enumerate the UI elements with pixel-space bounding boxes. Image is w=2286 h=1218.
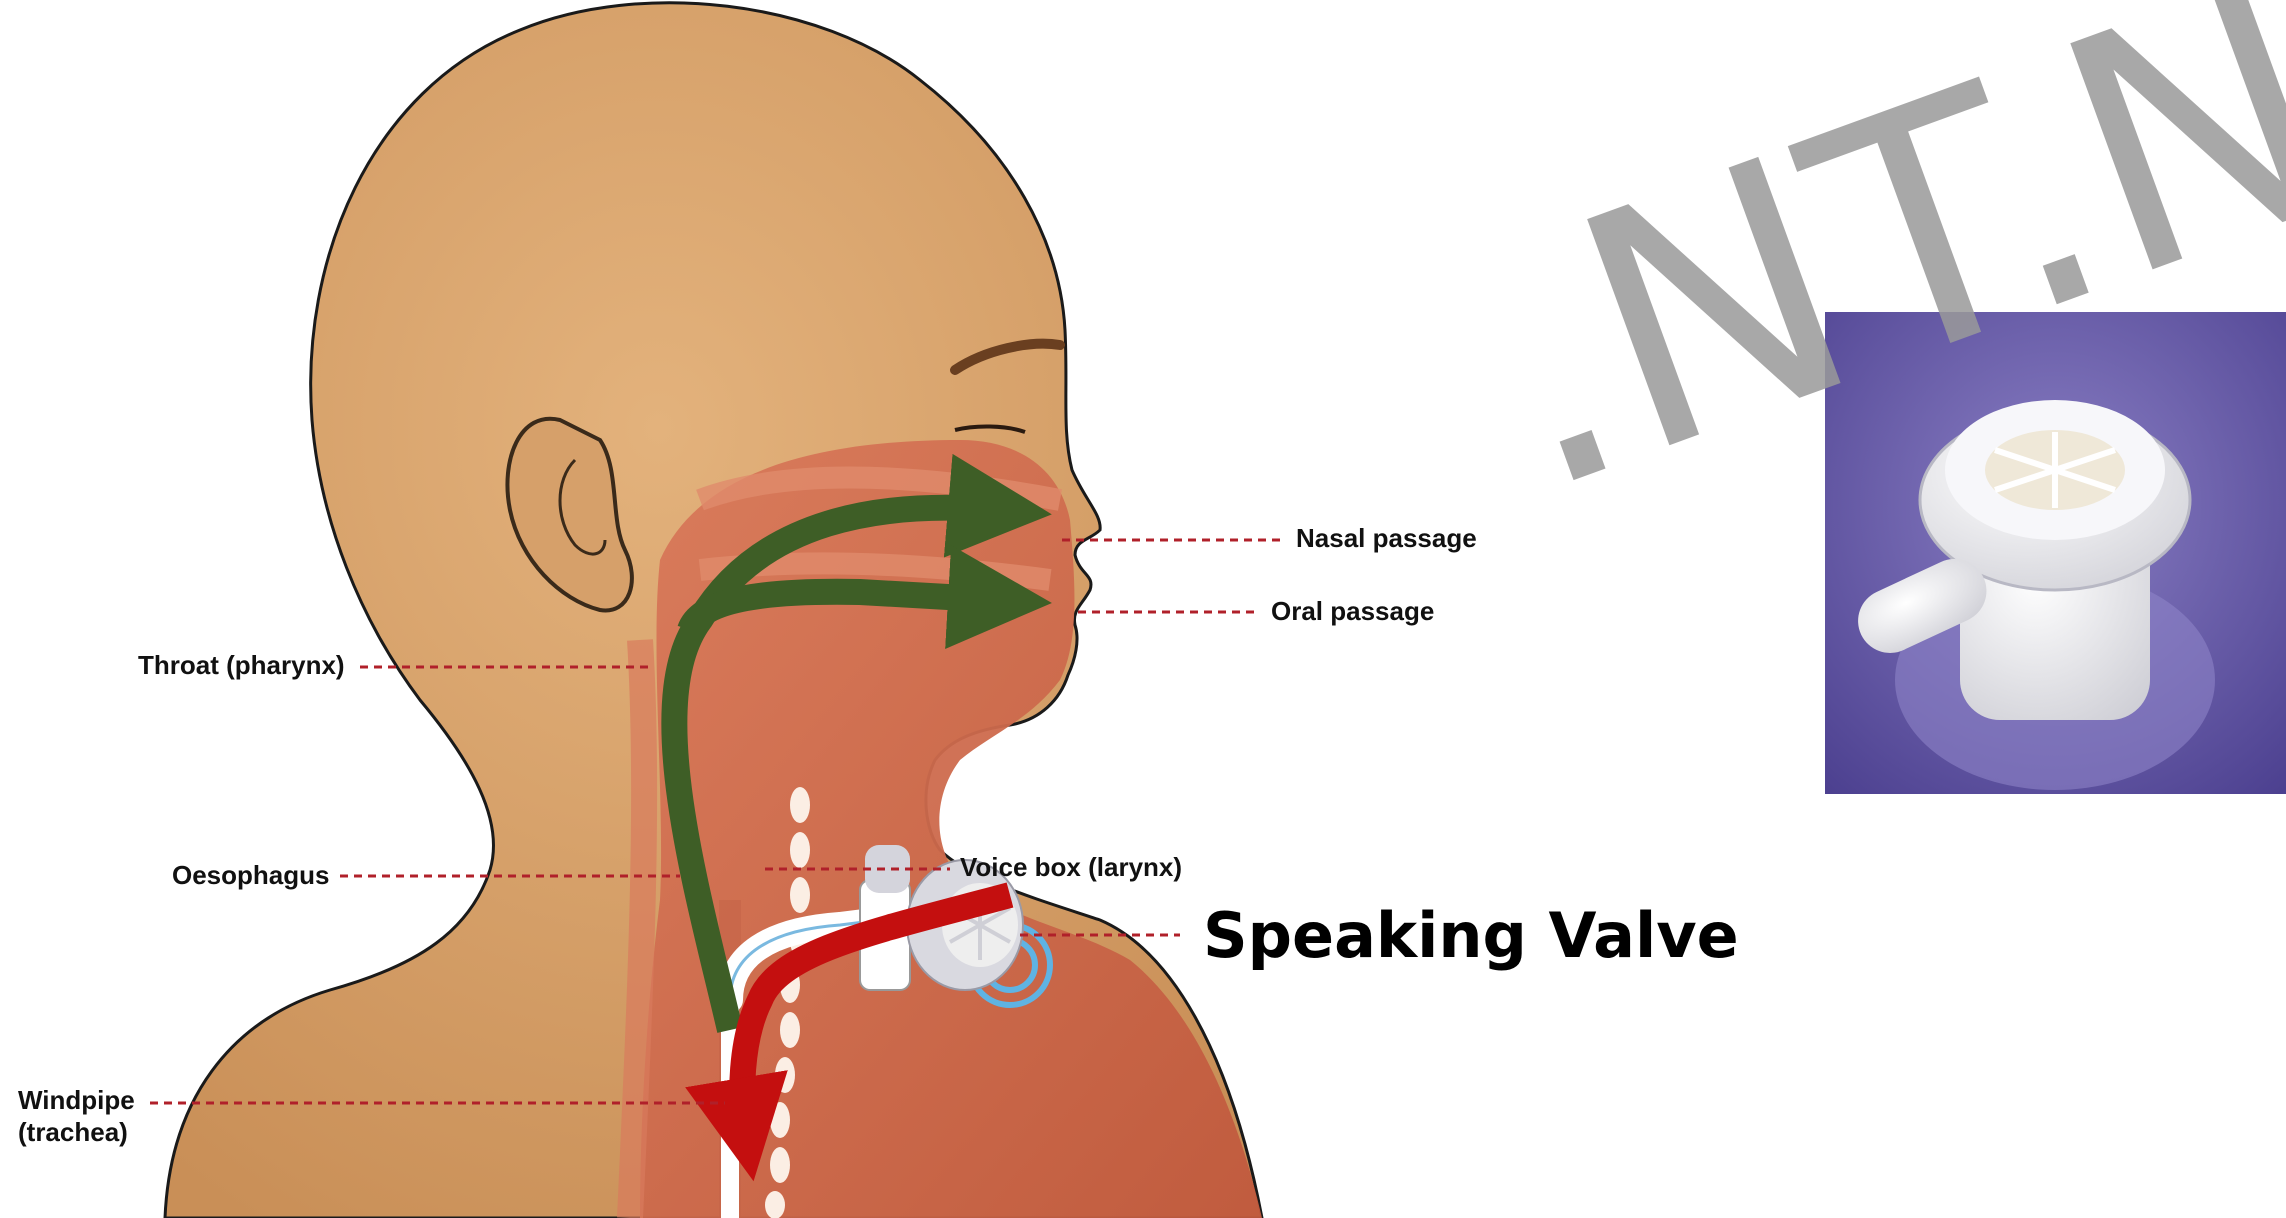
speaking-valve-callout: Speaking Valve xyxy=(1203,899,1739,972)
label-nasal-passage: Nasal passage xyxy=(1296,524,1477,553)
label-oral-passage: Oral passage xyxy=(1271,597,1434,626)
label-oesophagus: Oesophagus xyxy=(172,861,329,890)
valve-photo xyxy=(1825,312,2286,794)
label-voice-box: Voice box (larynx) xyxy=(960,853,1182,882)
label-windpipe-line2: (trachea) xyxy=(18,1118,128,1147)
label-windpipe-line1: Windpipe xyxy=(18,1086,135,1115)
oesophagus-tube xyxy=(630,640,644,1218)
label-throat: Throat (pharynx) xyxy=(138,651,345,680)
